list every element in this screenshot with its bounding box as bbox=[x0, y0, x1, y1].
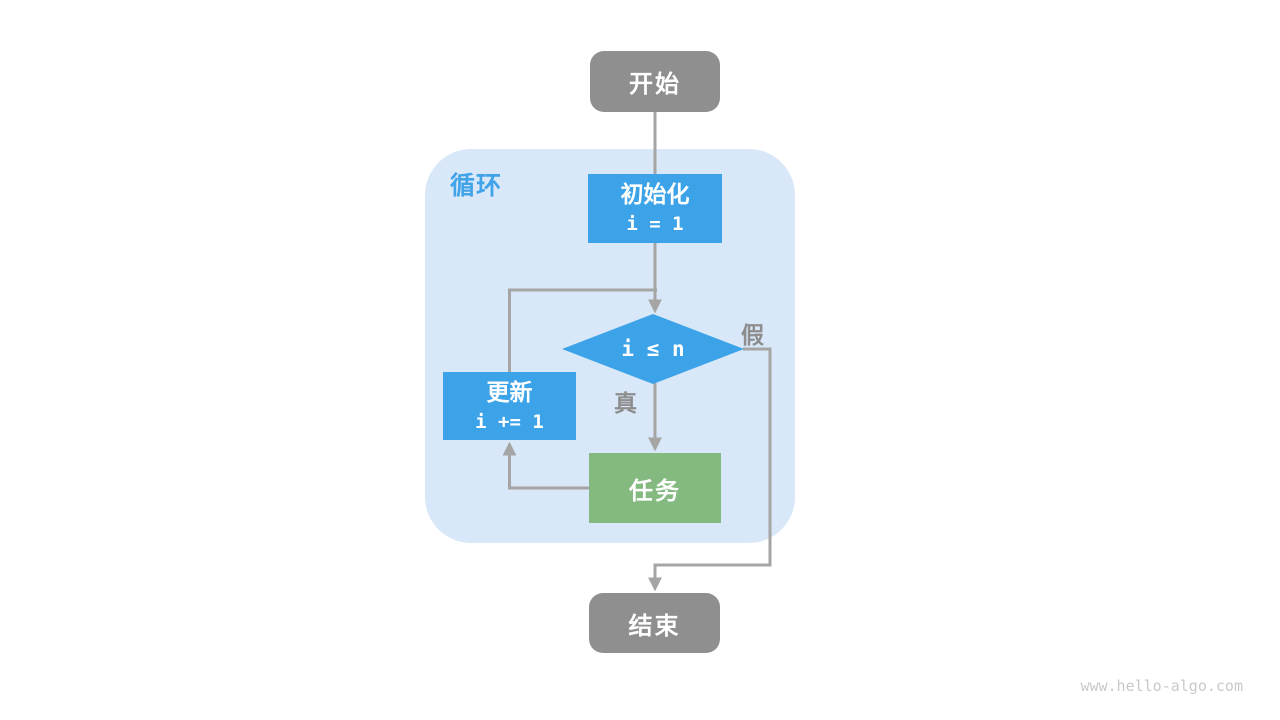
task-node-label: 任务 bbox=[629, 477, 681, 505]
end-node: 结束 bbox=[589, 593, 720, 653]
end-node-label: 结束 bbox=[628, 612, 681, 640]
update-node-title: 更新 bbox=[486, 378, 533, 405]
loop-label: 循环 bbox=[450, 172, 503, 200]
update-node-code: i += 1 bbox=[475, 410, 544, 433]
false-branch-label: 假 bbox=[741, 322, 764, 348]
start-node: 开始 bbox=[590, 51, 720, 112]
condition-label: i ≤ n bbox=[621, 337, 685, 361]
watermark-text: www.hello-algo.com bbox=[1080, 677, 1243, 695]
init-node-title: 初始化 bbox=[620, 181, 690, 208]
true-branch-label: 真 bbox=[614, 390, 637, 416]
update-node: 更新 i += 1 bbox=[443, 372, 576, 440]
init-node-code: i = 1 bbox=[626, 213, 684, 236]
start-node-label: 开始 bbox=[629, 71, 681, 98]
task-node: 任务 bbox=[589, 453, 721, 523]
init-node: 初始化 i = 1 bbox=[588, 174, 722, 243]
